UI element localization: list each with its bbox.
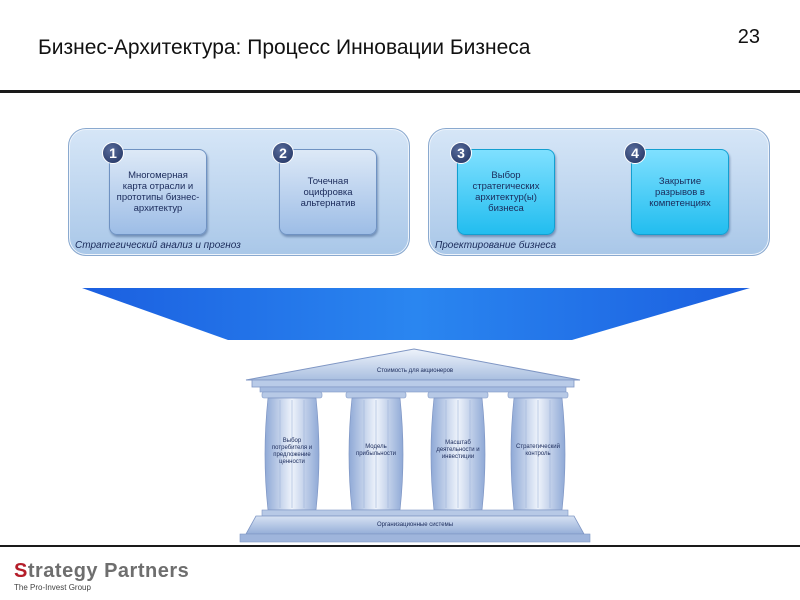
step-number-badge: 2 (272, 142, 294, 164)
pillar-label: Выбор потребителя и предложение ценности (271, 438, 313, 465)
header-divider (0, 90, 800, 93)
step-card-1: 1 Многомерная карта отрасли и прототипы … (102, 142, 207, 235)
slide-title: Бизнес-Архитектура: Процесс Инновации Би… (38, 36, 531, 59)
pillar-label: Масштаб деятельности и инвестиции (436, 440, 480, 460)
step-card-3: 3 Выбор стратегических архитектур(ы) биз… (450, 142, 555, 235)
step-card-4: 4 Закрытие разрывов в компетенциях (624, 142, 729, 235)
step-number-badge: 1 (102, 142, 124, 164)
phase-label: Проектирование бизнеса (435, 240, 557, 251)
step-card-2: 2 Точечная оцифровка альтернатив (272, 142, 377, 235)
temple-column (507, 391, 569, 511)
temple-base-label: Организационные системы (376, 522, 454, 528)
temple-column (345, 391, 407, 511)
step-text: Выбор стратегических архитектур(ы) бизне… (472, 170, 540, 214)
step-text: Закрытие разрывов в компетенциях (649, 175, 711, 209)
step-number-badge: 3 (450, 142, 472, 164)
phase-label: Стратегический анализ и прогноз (75, 240, 241, 251)
footer-divider (0, 545, 800, 547)
logo-s-letter: S (14, 560, 28, 582)
logo-text: trategy Partners (27, 560, 190, 582)
strategy-partners-logo: Strategy Partners The Pro-Invest Group (14, 560, 189, 592)
step-text: Точечная оцифровка альтернатив (300, 175, 356, 209)
pillar-label: Модель прибыльности (355, 444, 397, 457)
page-number: 23 (737, 26, 760, 48)
temple-roof-label: Стоимость для акционеров (376, 368, 454, 374)
temple-column (261, 391, 323, 511)
step-number-badge: 4 (624, 142, 646, 164)
phase-panel-design: 3 Выбор стратегических архитектур(ы) биз… (428, 128, 770, 256)
logo-tagline: The Pro-Invest Group (14, 583, 91, 592)
logo-wordmark: Strategy Partners (14, 560, 189, 583)
phase-panel-analysis: 1 Многомерная карта отрасли и прототипы … (68, 128, 410, 256)
pillar-label: Стратегический контроль (516, 444, 560, 457)
step-text: Многомерная карта отрасли и прототипы би… (116, 170, 200, 214)
